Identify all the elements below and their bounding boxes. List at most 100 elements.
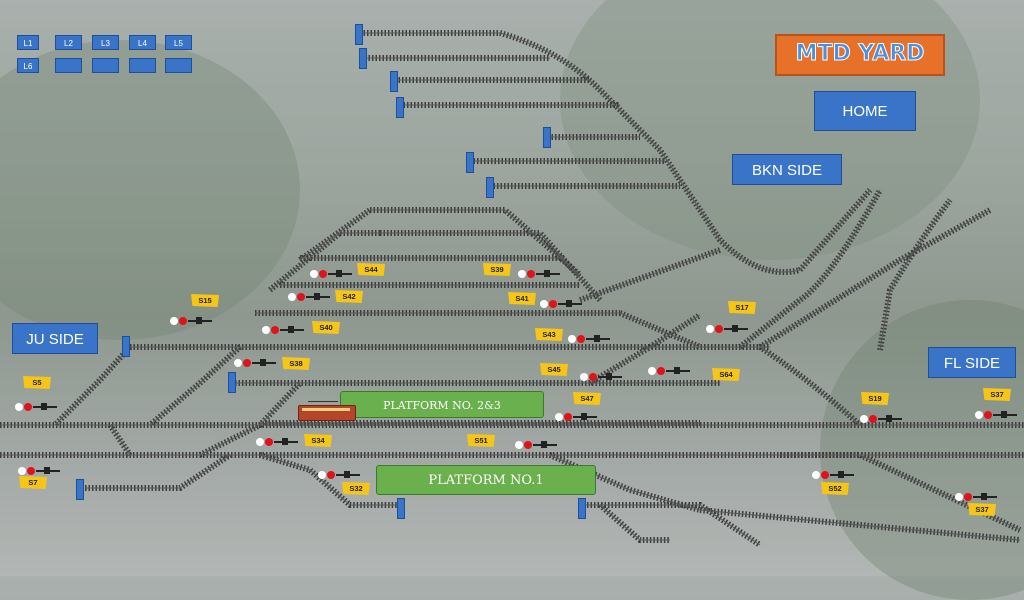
signal-box — [288, 326, 294, 333]
signal-label-s17: S17 — [728, 301, 756, 314]
signal-head-s7[interactable] — [18, 466, 64, 476]
track-rail — [699, 509, 1021, 541]
signal-head-s17[interactable] — [706, 324, 752, 334]
signal-head-s34[interactable] — [256, 437, 302, 447]
platform-1[interactable]: PLATFORM NO.1 — [376, 465, 596, 495]
track-rail — [380, 232, 601, 301]
track-segment — [877, 198, 953, 351]
signal-head-s32[interactable] — [318, 470, 364, 480]
line-button-4[interactable]: L4 — [129, 35, 156, 50]
platform-2-3[interactable]: PLATFORM NO. 2&3 — [340, 391, 544, 418]
signal-head-s45[interactable] — [580, 372, 626, 382]
signal-label-s45: S45 — [540, 363, 568, 376]
signal-head-s43[interactable] — [568, 334, 614, 344]
track-rail — [589, 314, 701, 384]
signal-lamp-off — [515, 441, 523, 449]
signal-box — [606, 373, 612, 380]
signal-box — [544, 270, 550, 277]
signal-lamp-off — [518, 270, 526, 278]
line-button-5[interactable]: L5 — [165, 35, 192, 50]
line-button-1[interactable]: L1 — [17, 35, 39, 50]
signal-lamp-red — [524, 441, 532, 449]
track-rail — [269, 232, 341, 291]
signal-box — [44, 467, 50, 474]
track-segment — [738, 188, 883, 350]
track-rail — [85, 454, 231, 489]
yard-title: MTD YARD — [775, 34, 945, 76]
signal-head-s64[interactable] — [648, 366, 694, 376]
signal-label-s44: S44 — [357, 263, 385, 276]
signal-lamp-red — [297, 293, 305, 301]
signal-head-s19[interactable] — [860, 414, 906, 424]
signal-lamp-off — [706, 325, 714, 333]
signal-head-s38[interactable] — [234, 358, 280, 368]
signal-label-s5: S5 — [23, 376, 51, 389]
line-button-10[interactable] — [165, 58, 192, 73]
track-segment — [758, 207, 992, 350]
signal-head-s41[interactable] — [540, 299, 586, 309]
signal-lamp-off — [288, 293, 296, 301]
signal-lamp-off — [256, 438, 264, 446]
line-button-9[interactable] — [129, 58, 156, 73]
signal-label-s37b: S37 — [968, 503, 996, 516]
track-rail — [599, 504, 670, 541]
signal-lamp-red — [265, 438, 273, 446]
signal-box — [344, 471, 350, 478]
signal-lamp-red — [327, 471, 335, 479]
signal-lamp-red — [869, 415, 877, 423]
signal-label-s38: S38 — [282, 357, 310, 370]
signal-head-s37b[interactable] — [955, 492, 1001, 502]
buffer-stop — [543, 127, 551, 148]
fl-side-button[interactable]: FL SIDE — [928, 347, 1016, 378]
signal-label-s19: S19 — [861, 392, 889, 405]
home-button[interactable]: HOME — [814, 91, 916, 131]
signal-label-s52: S52 — [821, 482, 849, 495]
signal-head-s40[interactable] — [262, 325, 308, 335]
signal-label-s7: S7 — [19, 476, 47, 489]
signal-head-s47[interactable] — [555, 412, 601, 422]
signal-box — [196, 317, 202, 324]
buffer-stop — [122, 336, 130, 357]
signal-head-s37a[interactable] — [975, 410, 1021, 420]
bkn-side-button[interactable]: BKN SIDE — [732, 154, 842, 185]
signal-box — [1001, 411, 1007, 418]
signal-box — [260, 359, 266, 366]
signal-box — [581, 413, 587, 420]
signal-head-s15[interactable] — [170, 316, 216, 326]
line-button-7[interactable] — [55, 58, 82, 73]
signal-head-s44[interactable] — [310, 269, 356, 279]
line-button-8[interactable] — [92, 58, 119, 73]
locomotive[interactable] — [298, 401, 356, 423]
signal-lamp-off — [318, 471, 326, 479]
ju-side-button[interactable]: JU SIDE — [12, 323, 98, 354]
track-rail — [580, 504, 761, 546]
line-button-6[interactable]: L6 — [17, 58, 39, 73]
yard-track-diagram — [0, 30, 1024, 548]
signal-lamp-red — [549, 300, 557, 308]
buffer-stop — [486, 177, 494, 198]
track-rail — [259, 454, 400, 506]
buffer-stop — [396, 97, 404, 118]
signal-lamp-off — [18, 467, 26, 475]
signal-lamp-red — [964, 493, 972, 501]
signal-head-s39[interactable] — [518, 269, 564, 279]
track-segment — [598, 502, 670, 543]
signal-lamp-red — [577, 335, 585, 343]
signal-label-s39: S39 — [483, 263, 511, 276]
signal-lamp-red — [564, 413, 572, 421]
signal-head-s52[interactable] — [812, 470, 858, 480]
signal-head-s51[interactable] — [515, 440, 561, 450]
signal-lamp-off — [234, 359, 242, 367]
signal-label-s51: S51 — [467, 434, 495, 447]
signal-box — [674, 367, 680, 374]
signal-head-s42[interactable] — [288, 292, 334, 302]
line-button-3[interactable]: L3 — [92, 35, 119, 50]
signal-head-s5[interactable] — [15, 402, 61, 412]
buffer-stop — [355, 24, 363, 45]
track-rail — [370, 209, 581, 276]
signal-lamp-off — [568, 335, 576, 343]
line-button-2[interactable]: L2 — [55, 35, 82, 50]
buffer-stop — [578, 498, 586, 519]
signal-lamp-red — [179, 317, 187, 325]
track-rail — [360, 32, 871, 273]
